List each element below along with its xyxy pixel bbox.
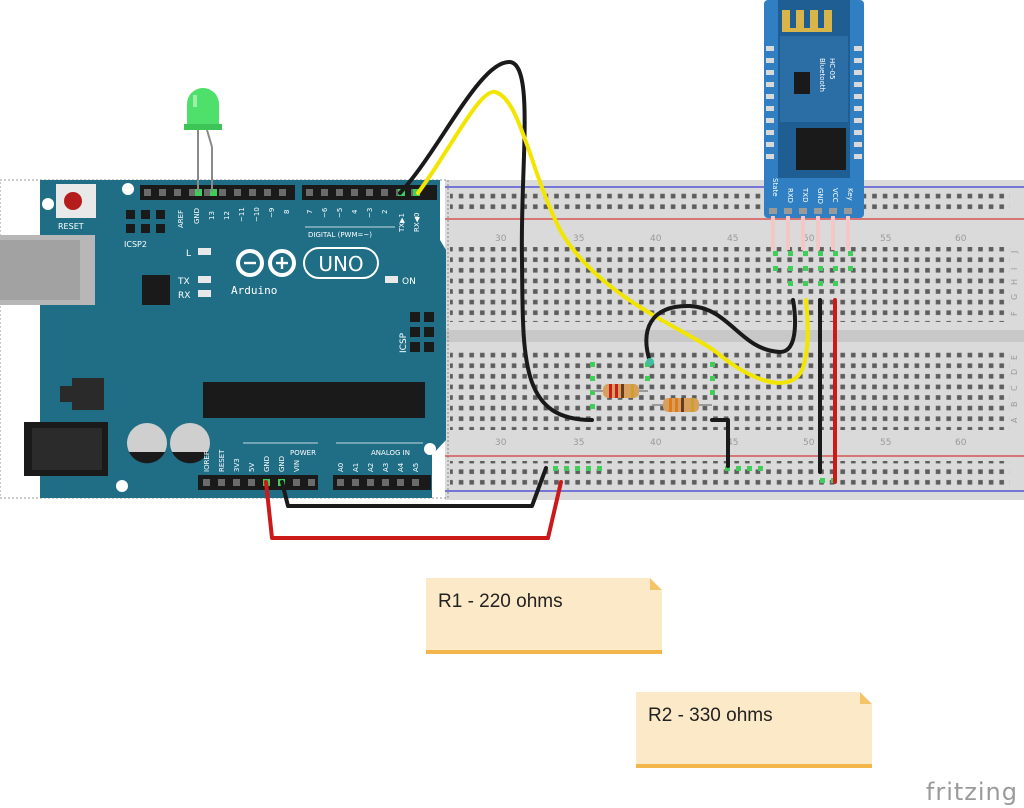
bt-pin-label: GND	[816, 188, 824, 204]
column-number: 60	[955, 438, 967, 448]
column-number: 50	[803, 438, 815, 448]
column-number: 40	[650, 438, 662, 448]
resistor-r2	[652, 398, 712, 412]
led-label-on: ON	[402, 277, 416, 287]
led-label-tx: TX	[177, 277, 190, 287]
pin-label: A5	[412, 463, 420, 472]
column-number: 30	[495, 234, 507, 244]
voltage-regulator	[72, 378, 104, 410]
column-number: 55	[880, 438, 891, 448]
pin-label: GND	[278, 456, 286, 472]
pin-label: 12	[223, 211, 231, 220]
bt-pin-label: State	[771, 178, 779, 197]
pin-label: RX◀0	[413, 213, 421, 233]
pin-label: A1	[352, 463, 360, 472]
breadboard: 30 35 40 45 50 55 60 30 35 40 45 50 55 6…	[445, 180, 1024, 500]
pin-label: ~10	[253, 207, 261, 222]
column-number: 55	[880, 234, 891, 244]
pin-label: ~5	[336, 208, 344, 218]
pin-label: ~6	[321, 207, 329, 218]
row-letter: H	[1010, 279, 1019, 285]
note-r1: R1 - 220 ohms	[426, 578, 662, 654]
wire-5v-rail	[264, 480, 563, 540]
note-r1-text: R1 - 220 ohms	[438, 591, 563, 612]
pin-label: VIN	[293, 460, 301, 472]
arduino-board: RESET ICSP2 AREF GND 13 12 ~11 ~10 ~9 8	[0, 179, 449, 499]
bt-pin-label: VCC	[831, 188, 839, 203]
pin-label: A4	[397, 462, 405, 472]
row-letter: F	[1010, 311, 1019, 316]
row-letter: C	[1010, 385, 1019, 391]
bt-pin-label: Key	[846, 188, 854, 201]
pin-label: 2	[381, 210, 389, 214]
pin-label: ~3	[366, 208, 374, 218]
pin-label: 4	[351, 209, 359, 214]
analog-label: ANALOG IN	[371, 449, 410, 457]
wire-r2-gnd	[710, 418, 730, 468]
pin-label: 3V3	[233, 458, 241, 472]
column-number: 60	[955, 234, 967, 244]
column-number: 50	[803, 234, 815, 244]
row-letter: J	[1010, 251, 1019, 254]
row-letter: E	[1010, 355, 1019, 360]
board-model: UNO	[318, 252, 363, 276]
bt-model: HC-05	[828, 58, 836, 80]
row-letter: I	[1010, 268, 1019, 270]
note-r2: R2 - 330 ohms	[636, 692, 872, 768]
row-letter: D	[1010, 369, 1019, 375]
board-brand: Arduino	[231, 284, 277, 297]
pin-label: 5V	[248, 463, 256, 472]
column-number: 30	[495, 438, 507, 448]
pin-label: AREF	[177, 210, 185, 228]
row-letter: G	[1010, 294, 1019, 300]
pin-label: 8	[283, 210, 291, 214]
column-number: 40	[650, 234, 662, 244]
power-label: POWER	[290, 449, 316, 457]
wire-tx	[398, 59, 594, 422]
wire-divider	[644, 298, 797, 364]
pin-label: ~11	[238, 207, 246, 222]
pin-label: GND	[263, 456, 271, 472]
pin-label: A0	[337, 463, 345, 472]
wire-gnd-rail	[280, 466, 548, 508]
power-header	[198, 475, 318, 490]
bt-pin-label: RXD	[786, 188, 794, 203]
row-letter: A	[1010, 417, 1019, 423]
pin-label: IOREF	[203, 451, 211, 472]
pin-label: ~9	[268, 208, 276, 218]
row-letter: B	[1010, 402, 1019, 408]
pin-label: 13	[208, 211, 216, 220]
led	[184, 88, 222, 192]
usb-chip	[142, 275, 170, 305]
note-r2-text: R2 - 330 ohms	[648, 705, 773, 726]
digital-label: DIGITAL (PWM=~)	[308, 231, 372, 239]
pin-label: GND	[193, 208, 201, 224]
led-label-rx: RX	[178, 291, 190, 301]
wire-rx	[416, 89, 810, 385]
resistor-r1	[593, 384, 648, 398]
microcontroller-chip	[203, 382, 425, 418]
arduino-logo-icon	[236, 249, 296, 277]
reset-label: RESET	[58, 222, 84, 231]
led-label-l: L	[186, 249, 191, 259]
fritzing-watermark: fritzing	[925, 778, 1018, 806]
icsp2-label: ICSP2	[124, 240, 147, 249]
column-number: 35	[573, 438, 584, 448]
pin-label: A3	[382, 463, 390, 472]
column-number: 35	[573, 234, 584, 244]
pin-label: A2	[367, 463, 375, 472]
digital-header-left	[140, 185, 295, 200]
pin-label: 7	[306, 210, 314, 214]
bt-pin-label: TXD	[801, 187, 809, 202]
column-number: 45	[727, 234, 738, 244]
icsp-label: ICSP	[399, 332, 409, 353]
column-number: 45	[727, 438, 738, 448]
pin-label: TX▶1	[398, 213, 406, 233]
pin-label: RESET	[218, 449, 226, 472]
bt-subtitle: Bluetooth	[818, 58, 826, 92]
bluetooth-module: HC-05 Bluetooth State RXD TXD GND VCC Ke…	[764, 0, 864, 250]
